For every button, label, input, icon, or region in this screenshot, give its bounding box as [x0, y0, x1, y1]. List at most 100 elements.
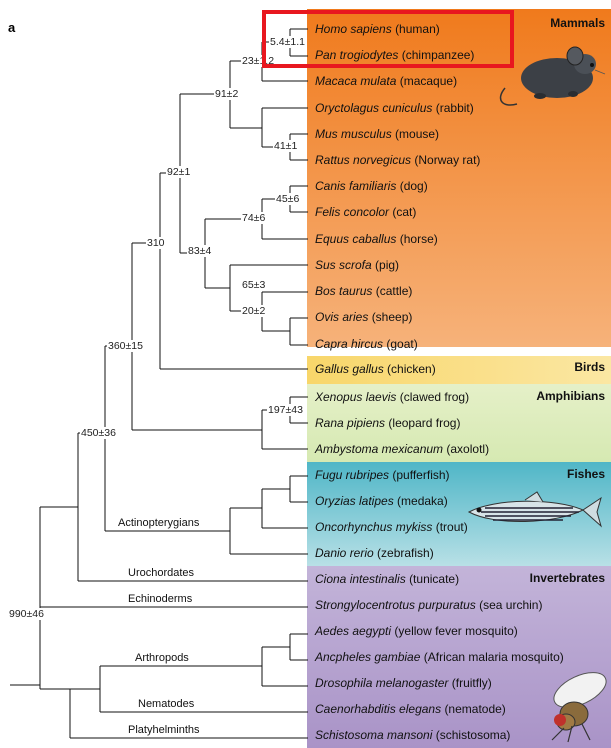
species-common-name: (yellow fever mosquito): [394, 624, 517, 638]
species-scientific-name: Danio rerio: [315, 546, 374, 560]
species-scientific-name: Schistosoma mansoni: [315, 728, 432, 742]
species-common-name: (horse): [400, 232, 438, 246]
species-common-name: (chicken): [387, 362, 436, 376]
clade-label-echinoderms: Echinoderms: [128, 593, 192, 606]
species-common-name: (pig): [375, 258, 399, 272]
species-scientific-name: Drosophila melanogaster: [315, 676, 448, 690]
species-common-name: (Norway rat): [414, 153, 480, 167]
species-scientific-name: Sus scrofa: [315, 258, 372, 272]
species-scientific-name: Strongylocentrotus purpuratus: [315, 598, 476, 612]
species-row: Ciona intestinalis (tunicate): [315, 572, 459, 586]
species-scientific-name: Mus musculus: [315, 127, 392, 141]
species-row: Fugu rubripes (pufferfish): [315, 468, 450, 482]
species-scientific-name: Ancpheles gambiae: [315, 650, 420, 664]
species-row: Oryctolagus cuniculus (rabbit): [315, 101, 474, 115]
species-row: Canis familiaris (dog): [315, 179, 428, 193]
species-row: Ovis aries (sheep): [315, 310, 412, 324]
species-row: Oncorhynchus mykiss (trout): [315, 520, 468, 534]
node-label-laurasiatheria: 83±4: [187, 245, 212, 257]
species-common-name: (sea urchin): [479, 598, 542, 612]
species-scientific-name: Rana pipiens: [315, 416, 385, 430]
species-common-name: (medaka): [397, 494, 448, 508]
species-row: Xenopus laevis (clawed frog): [315, 390, 469, 404]
species-common-name: (macaque): [400, 74, 457, 88]
species-scientific-name: Xenopus laevis: [315, 390, 396, 404]
species-row: Aedes aegypti (yellow fever mosquito): [315, 624, 518, 638]
species-scientific-name: Equus caballus: [315, 232, 396, 246]
node-label-euarchontoglires-laurasiatheria: 92±1: [166, 166, 191, 178]
species-scientific-name: Felis concolor: [315, 205, 389, 219]
species-scientific-name: Aedes aegypti: [315, 624, 391, 638]
node-label-dog-cat: 45±6: [275, 193, 300, 205]
species-common-name: (zebrafish): [377, 546, 434, 560]
species-common-name: (goat): [386, 337, 417, 351]
species-common-name: (leopard frog): [388, 416, 460, 430]
node-label-rodents: 41±1: [273, 140, 298, 152]
species-common-name: (African malaria mosquito): [424, 650, 564, 664]
fruitfly-illustration: [538, 668, 610, 744]
species-scientific-name: Fugu rubripes: [315, 468, 389, 482]
species-scientific-name: Gallus gallus: [315, 362, 384, 376]
species-row: Danio rerio (zebrafish): [315, 546, 434, 560]
species-scientific-name: Canis familiaris: [315, 179, 396, 193]
species-common-name: (mouse): [395, 127, 439, 141]
species-scientific-name: Oryzias latipes: [315, 494, 394, 508]
species-common-name: (cat): [392, 205, 416, 219]
species-row: Capra hircus (goat): [315, 337, 418, 351]
species-row: Schistosoma mansoni (schistosoma): [315, 728, 510, 742]
node-label-root: 990±46: [8, 608, 45, 620]
species-common-name: (fruitfly): [452, 676, 492, 690]
node-label-sheep-goat: 20±2: [241, 305, 266, 317]
species-scientific-name: Rattus norvegicus: [315, 153, 411, 167]
species-row: Rana pipiens (leopard frog): [315, 416, 460, 430]
species-common-name: (rabbit): [436, 101, 474, 115]
species-row: Equus caballus (horse): [315, 232, 438, 246]
species-row: Oryzias latipes (medaka): [315, 494, 448, 508]
node-label-primates-glires: 91±2: [214, 88, 239, 100]
highlight-box: [262, 10, 514, 68]
species-common-name: (pufferfish): [392, 468, 449, 482]
species-scientific-name: Oryctolagus cuniculus: [315, 101, 432, 115]
node-label-pig-ruminants: 65±3: [241, 279, 266, 291]
clade-label-arthropods: Arthropods: [135, 652, 189, 665]
clade-label-nematodes: Nematodes: [138, 698, 194, 711]
species-scientific-name: Caenorhabditis elegans: [315, 702, 441, 716]
species-scientific-name: Ciona intestinalis: [315, 572, 406, 586]
panel-label: a: [8, 20, 15, 35]
species-row: Strongylocentrotus purpuratus (sea urchi…: [315, 598, 542, 612]
node-label-vertebrates: 450±36: [80, 427, 117, 439]
clade-label-platyhelminths: Platyhelminths: [128, 724, 200, 737]
species-scientific-name: Ovis aries: [315, 310, 368, 324]
species-row: Bos taurus (cattle): [315, 284, 412, 298]
node-label-amniotes-amphibians: 360±15: [107, 340, 144, 352]
species-common-name: (clawed frog): [400, 390, 469, 404]
species-common-name: (axolotl): [446, 442, 489, 456]
species-common-name: (sheep): [372, 310, 413, 324]
species-common-name: (nematode): [444, 702, 505, 716]
species-common-name: (cattle): [376, 284, 413, 298]
species-scientific-name: Ambystoma mexicanum: [315, 442, 443, 456]
species-scientific-name: Oncorhynchus mykiss: [315, 520, 432, 534]
species-scientific-name: Capra hircus: [315, 337, 383, 351]
species-common-name: (dog): [400, 179, 428, 193]
species-row: Ambystoma mexicanum (axolotl): [315, 442, 489, 456]
species-scientific-name: Bos taurus: [315, 284, 372, 298]
species-common-name: (tunicate): [409, 572, 459, 586]
node-label-mammals-birds: 310: [146, 237, 166, 249]
clade-label-urochordates: Urochordates: [128, 567, 194, 580]
species-row: Rattus norvegicus (Norway rat): [315, 153, 480, 167]
clade-label-actinopterygians: Actinopterygians: [118, 517, 199, 530]
species-row: Drosophila melanogaster (fruitfly): [315, 676, 492, 690]
species-row: Gallus gallus (chicken): [315, 362, 436, 376]
species-common-name: (schistosoma): [436, 728, 511, 742]
node-label-carnivores-horse: 74±6: [241, 212, 266, 224]
species-row: Felis concolor (cat): [315, 205, 416, 219]
species-row: Macaca mulata (macaque): [315, 74, 457, 88]
node-label-frogs: 197±43: [267, 404, 304, 416]
species-row: Sus scrofa (pig): [315, 258, 399, 272]
species-row: Caenorhabditis elegans (nematode): [315, 702, 506, 716]
species-row: Ancpheles gambiae (African malaria mosqu…: [315, 650, 564, 664]
species-scientific-name: Macaca mulata: [315, 74, 396, 88]
